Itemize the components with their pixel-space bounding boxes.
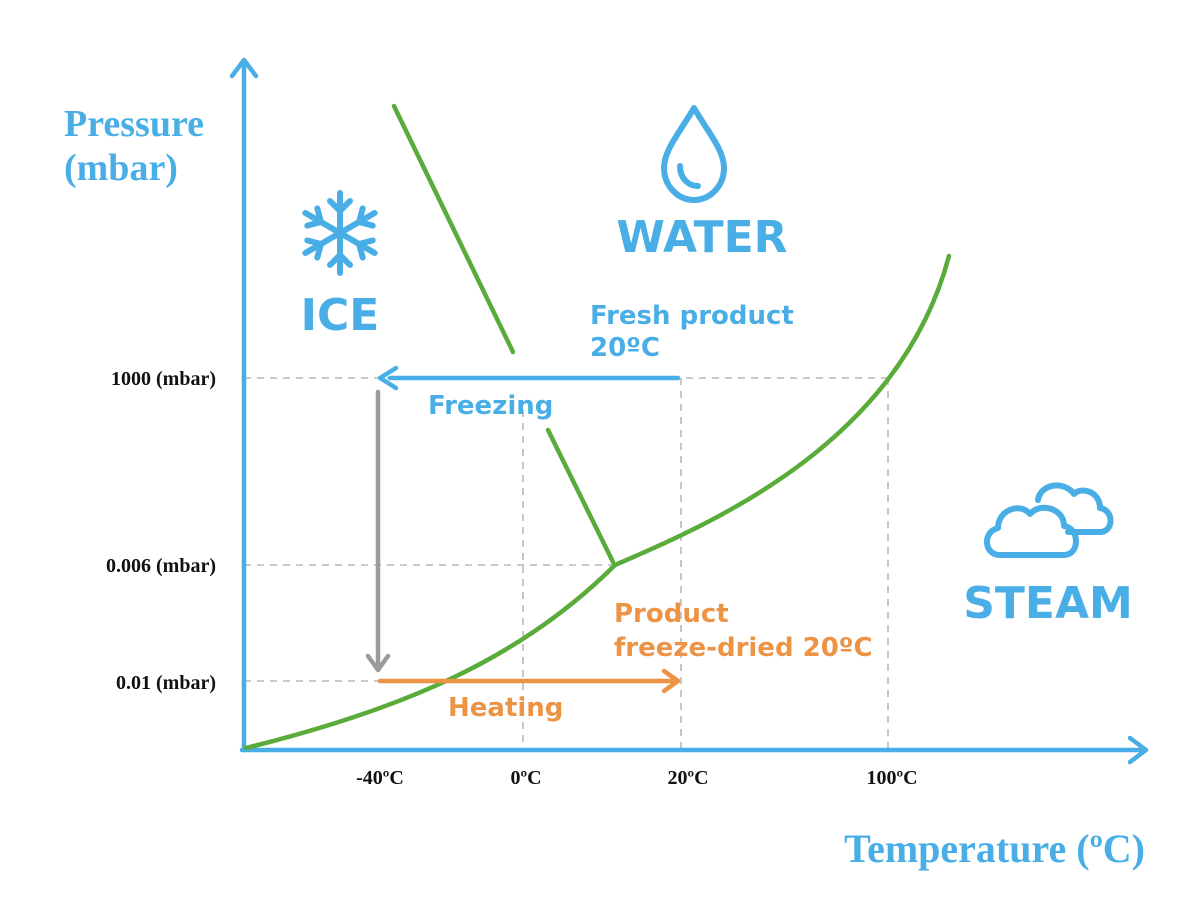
region-label-steam: STEAM bbox=[963, 578, 1133, 629]
region-label-water: WATER bbox=[616, 212, 787, 263]
y-axis-arrowhead bbox=[229, 57, 259, 79]
melting-curve-upper bbox=[391, 103, 516, 355]
region-label-ice: ICE bbox=[301, 290, 380, 341]
x-axis-label: Temperature (ºC) bbox=[844, 826, 1145, 871]
product-dried-label-line1: Product bbox=[614, 599, 729, 629]
water-drop-icon bbox=[661, 105, 727, 203]
fresh-product-label-line1: Fresh product bbox=[590, 301, 794, 331]
y-tick-label: 1000 (mbar) bbox=[111, 368, 216, 390]
x-tick-label: 0ºC bbox=[510, 767, 541, 789]
y-axis-label-line1: Pressure bbox=[64, 103, 204, 145]
melting-curve-lower bbox=[545, 427, 616, 565]
y-axis-label-line2: (mbar) bbox=[64, 147, 178, 189]
heating-label: Heating bbox=[448, 693, 563, 723]
product-dried-label-line2: freeze-dried 20ºC bbox=[614, 633, 873, 663]
fresh-product-label-line2: 20ºC bbox=[590, 333, 660, 363]
sublimation-vaporization-curve bbox=[243, 253, 952, 751]
x-tick-label: 20ºC bbox=[667, 767, 708, 789]
heating-arrow bbox=[377, 668, 681, 694]
freezing-label: Freezing bbox=[428, 391, 553, 421]
axes bbox=[229, 57, 1149, 765]
vacuum-arrow bbox=[365, 389, 391, 673]
x-tick-label: -40ºC bbox=[356, 767, 404, 789]
freezing-arrow bbox=[377, 365, 681, 391]
y-tick-label: 0.01 (mbar) bbox=[116, 672, 216, 694]
snowflake-icon bbox=[302, 190, 378, 276]
phase-boundaries bbox=[243, 103, 952, 751]
guide-lines bbox=[244, 377, 889, 748]
y-tick-label: 0.006 (mbar) bbox=[106, 555, 216, 577]
cloud-icon bbox=[984, 482, 1114, 558]
x-axis-arrowhead bbox=[1127, 735, 1149, 765]
x-tick-label: 100ºC bbox=[866, 767, 917, 789]
